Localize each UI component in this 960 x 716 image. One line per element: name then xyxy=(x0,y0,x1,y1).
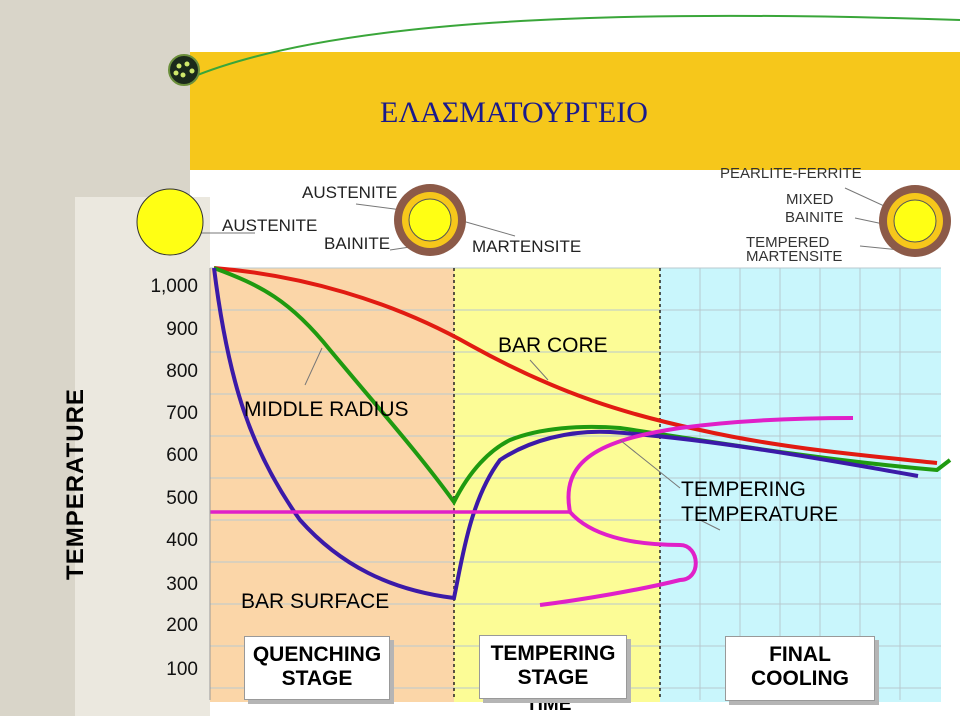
martensite-label: MARTENSITE xyxy=(472,237,582,256)
bar-surface-curve xyxy=(212,267,919,601)
tempered-martensite-label: MARTENSITE xyxy=(746,248,843,265)
final-cooling-stage-box: FINAL COOLING xyxy=(725,636,875,701)
swoosh-decoration xyxy=(189,14,960,79)
austenite-label-mid: AUSTENITE xyxy=(302,183,398,202)
tempering-temperature-label-1: TEMPERING xyxy=(681,478,806,501)
tempering-stage-line2: STAGE xyxy=(517,666,589,689)
quenching-stage-line2: STAGE xyxy=(281,667,353,690)
y-tick-100: 100 xyxy=(166,659,198,680)
austenite-circle-icon xyxy=(136,188,204,256)
bar-core-label: BAR CORE xyxy=(498,334,608,357)
y-tick-600: 600 xyxy=(166,445,198,466)
y-tick-800: 800 xyxy=(166,361,198,382)
quenching-stage-box: QUENCHING STAGE xyxy=(244,636,390,700)
final-microstructure-circle-icon xyxy=(879,185,951,257)
y-tick-500: 500 xyxy=(166,488,198,509)
bainite-martensite-circle-icon xyxy=(394,184,466,256)
middle-radius-label: MIDDLE RADIUS xyxy=(244,398,409,421)
tempering-stage-line1: TEMPERING xyxy=(490,642,616,665)
tempering-upper-curve xyxy=(566,416,854,513)
page-title: ΕΛΑΣΜΑΤΟΥΡΓΕΙΟ xyxy=(380,96,648,129)
mixed-label: MIXED xyxy=(786,191,834,208)
bar-core-curve xyxy=(213,266,938,465)
y-tick-200: 200 xyxy=(166,615,198,636)
y-tick-300: 300 xyxy=(166,574,198,595)
pearlite-ferrite-label: PEARLITE-FERRITE xyxy=(720,165,862,182)
tempering-temperature-label-2: TEMPERATURE xyxy=(681,503,839,526)
y-tick-1000: 1,000 xyxy=(150,276,198,297)
y-tick-700: 700 xyxy=(166,403,198,424)
y-tick-400: 400 xyxy=(166,530,198,551)
title-band xyxy=(190,52,960,170)
final-cooling-line1: FINAL xyxy=(769,643,831,666)
tempering-stage-box: TEMPERING STAGE xyxy=(479,635,627,699)
final-cooling-line2: COOLING xyxy=(751,667,849,690)
final-cooling-zone xyxy=(660,268,941,702)
y-axis-title: TEMPERATURE xyxy=(61,388,89,580)
middle-radius-curve xyxy=(213,266,952,506)
axis-panel xyxy=(75,197,210,716)
quenching-stage-line1: QUENCHING xyxy=(252,643,382,666)
x-axis-title: TIME xyxy=(526,694,572,715)
austenite-label-left: AUSTENITE xyxy=(222,216,318,235)
logo-icon xyxy=(168,54,200,86)
tempering-zone xyxy=(454,268,660,702)
tempered-label: TEMPERED xyxy=(746,234,830,251)
y-tick-900: 900 xyxy=(166,319,198,340)
bainite-label-right: BAINITE xyxy=(785,209,844,226)
quenching-zone xyxy=(210,268,454,702)
bainite-label-mid: BAINITE xyxy=(324,234,391,253)
bar-surface-label: BAR SURFACE xyxy=(241,590,390,613)
tempering-lower-curve xyxy=(539,510,698,607)
